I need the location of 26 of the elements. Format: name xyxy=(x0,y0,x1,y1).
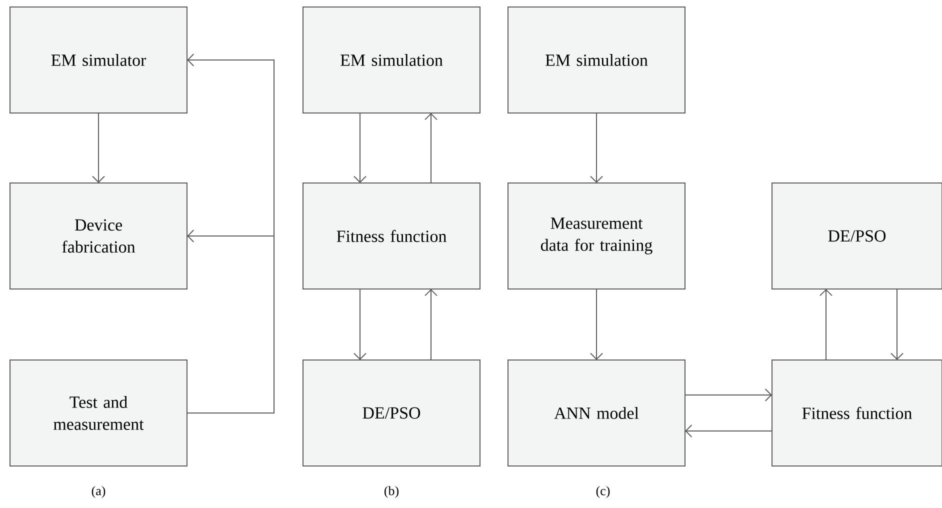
process-box: ANN model xyxy=(508,360,686,466)
arrow xyxy=(684,388,772,402)
panel-label: (a) xyxy=(92,486,106,498)
process-box: Test and measurement xyxy=(10,360,188,466)
panel-label: (c) xyxy=(596,486,610,498)
arrow xyxy=(424,289,438,360)
arrow xyxy=(92,112,105,183)
arrow xyxy=(820,289,832,360)
process-box: EM simulation xyxy=(508,6,686,114)
process-box: Fitness function xyxy=(302,182,480,290)
process-box: EM simulator xyxy=(10,6,188,114)
arrow xyxy=(354,112,366,183)
process-box: DE/PSO xyxy=(772,182,942,290)
arrow xyxy=(685,424,772,438)
process-box: Fitness function xyxy=(772,360,942,466)
arrow xyxy=(890,288,904,360)
arrow xyxy=(424,113,438,184)
process-box: Measurement data for training xyxy=(508,182,686,290)
panel-label: (b) xyxy=(384,486,399,498)
arrow xyxy=(590,112,603,183)
process-box: DE/PSO xyxy=(302,360,480,466)
process-box: Device fabrication xyxy=(10,182,188,290)
arrow xyxy=(590,288,603,360)
arrow xyxy=(354,288,366,360)
process-box: EM simulation xyxy=(302,6,480,114)
arrow xyxy=(186,230,274,414)
